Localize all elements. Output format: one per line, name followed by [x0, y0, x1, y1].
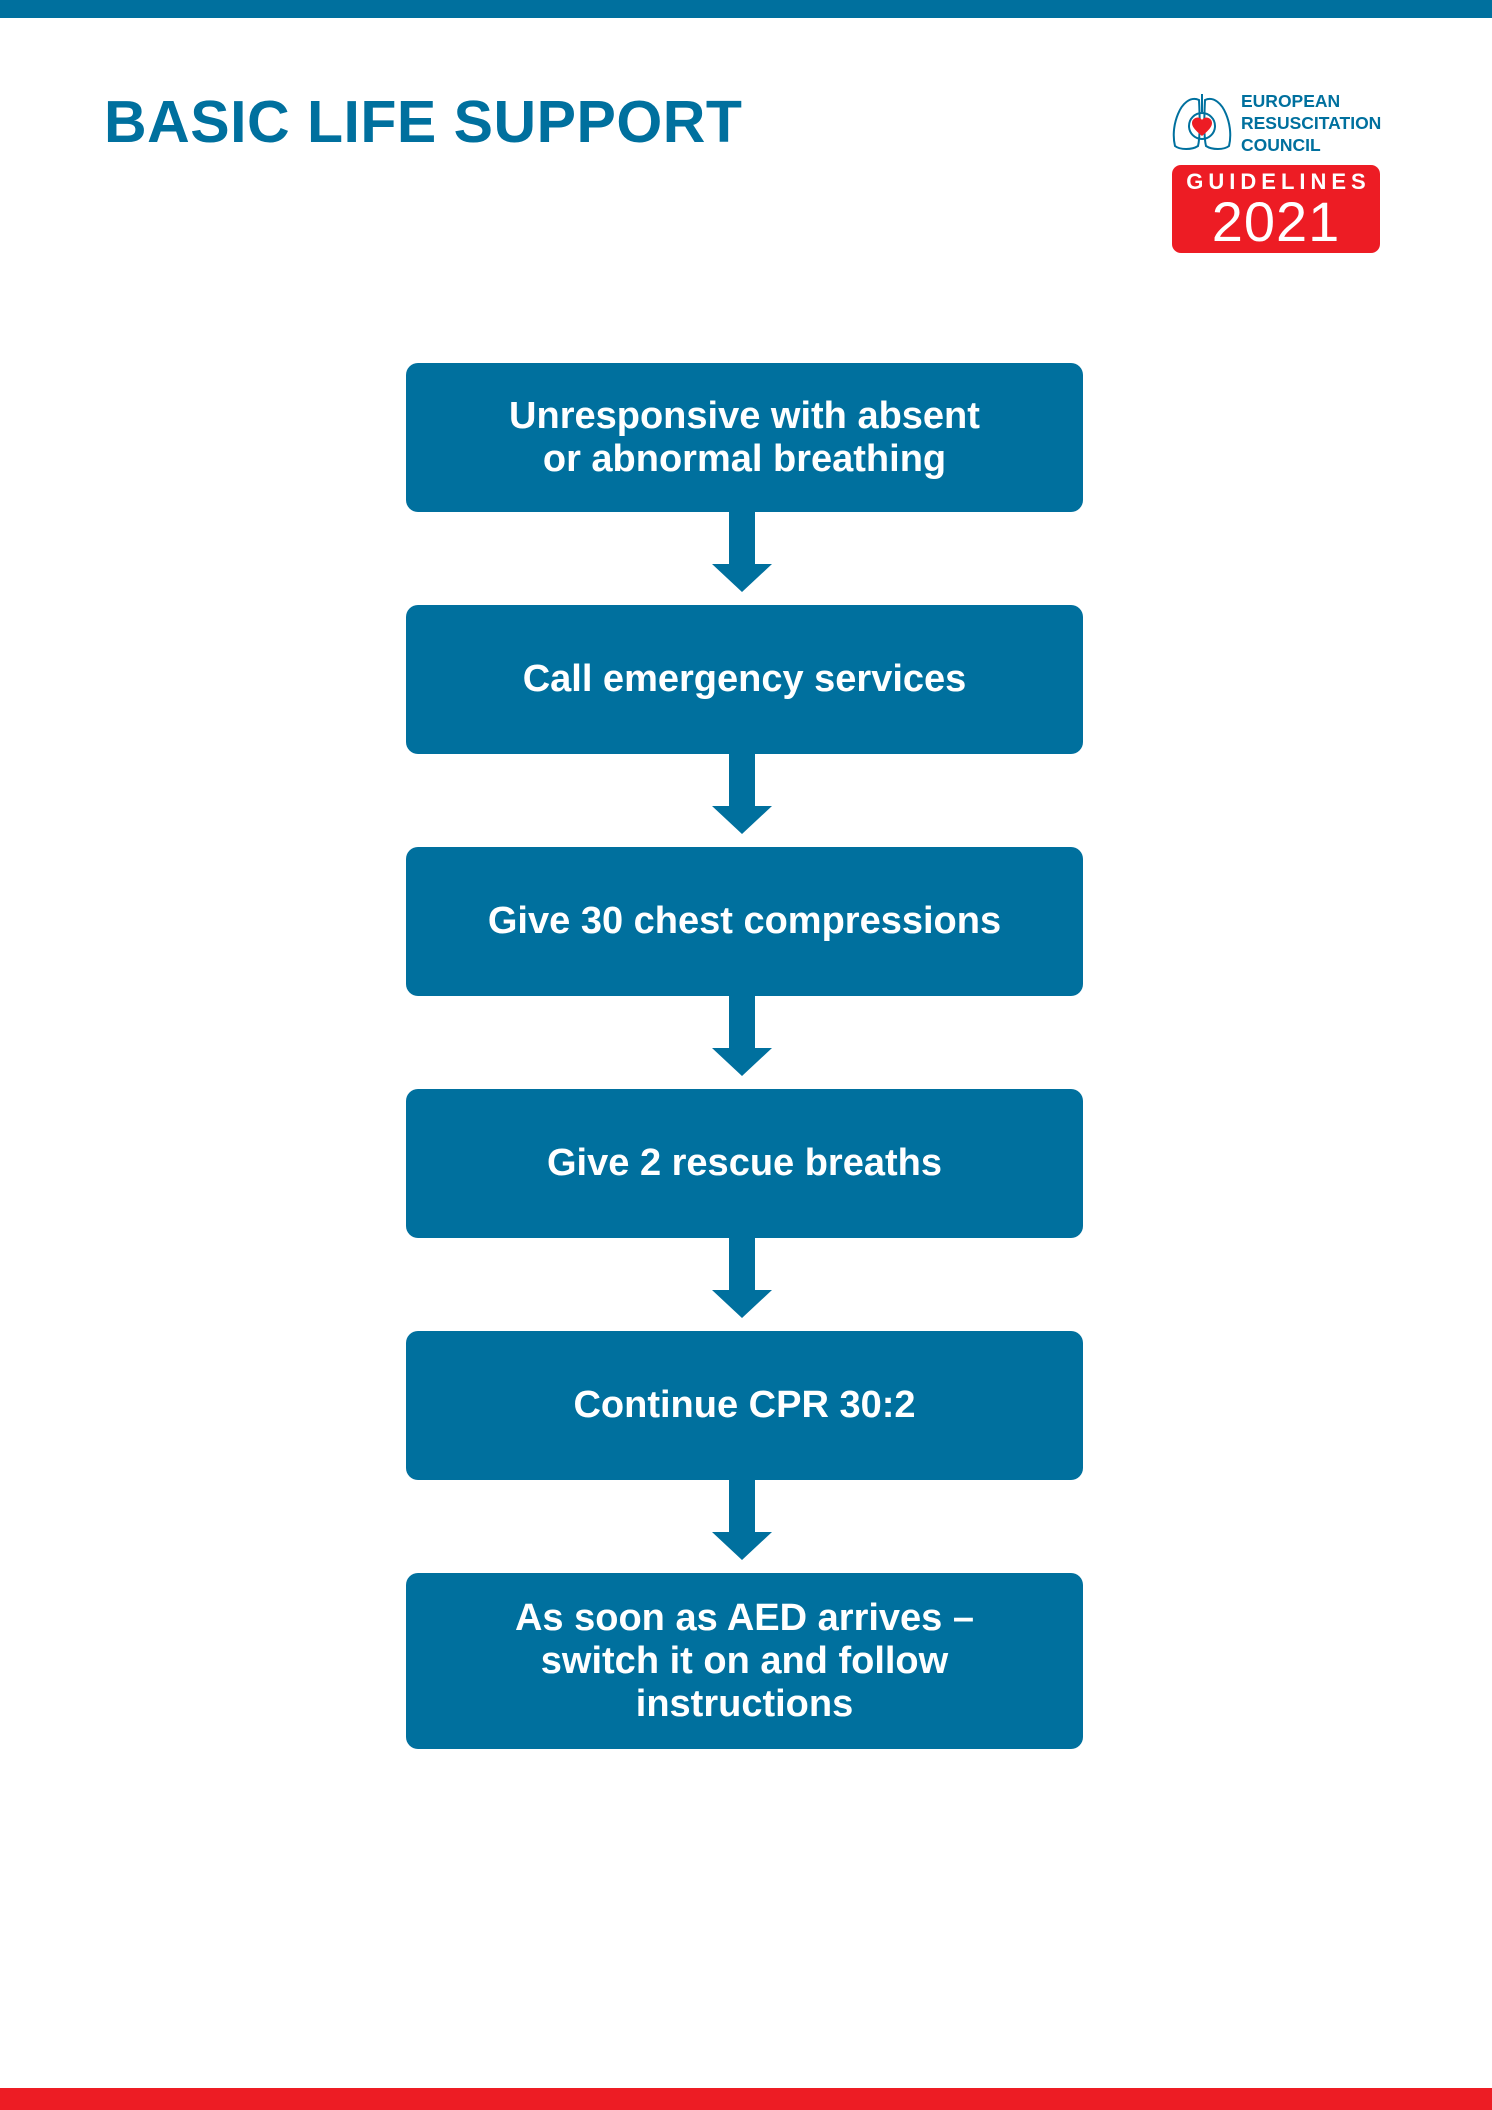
logo-org-line-1: EUROPEAN — [1241, 91, 1341, 111]
flow-step-label: As soon as AED arrives – switch it on an… — [514, 1596, 975, 1725]
lungs-heart-icon — [1172, 94, 1232, 150]
top-accent-bar — [0, 0, 1492, 18]
flow-step-label: Give 2 rescue breaths — [547, 1142, 942, 1184]
logo-organization-name: EUROPEAN RESUSCITATION COUNCIL — [1241, 90, 1391, 156]
flow-step-label: Give 30 chest compressions — [487, 900, 1002, 942]
badge-word: GUIDELINES — [1186, 169, 1371, 194]
flow-step-chest-compressions: Give 30 chest compressions — [406, 847, 1083, 996]
page-title: BASIC LIFE SUPPORT — [104, 89, 743, 155]
flow-step-continue-cpr: Continue CPR 30:2 — [406, 1331, 1083, 1480]
bottom-accent-bar — [0, 2088, 1492, 2110]
flow-arrow-down-icon — [712, 512, 772, 592]
flow-step-rescue-breaths: Give 2 rescue breaths — [406, 1089, 1083, 1238]
flow-arrow-down-icon — [712, 1238, 772, 1318]
flow-step-aed: As soon as AED arrives – switch it on an… — [406, 1573, 1083, 1749]
logo-org-line-3: COUNCIL — [1241, 135, 1321, 155]
flow-step-unresponsive: Unresponsive with absent or abnormal bre… — [406, 363, 1083, 512]
flow-arrow-down-icon — [712, 996, 772, 1076]
flow-step-label: Unresponsive with absent or abnormal bre… — [509, 394, 980, 480]
badge-year: 2021 — [1211, 190, 1341, 253]
flow-arrow-down-icon — [712, 1480, 772, 1560]
logo-org-line-2: RESUSCITATION — [1241, 113, 1382, 133]
flow-step-label: Call emergency services — [522, 658, 967, 700]
guidelines-badge: GUIDELINES 2021 — [1172, 165, 1380, 253]
flow-arrow-down-icon — [712, 754, 772, 834]
flow-step-call-emergency: Call emergency services — [406, 605, 1083, 754]
flow-step-label: Continue CPR 30:2 — [573, 1384, 916, 1426]
